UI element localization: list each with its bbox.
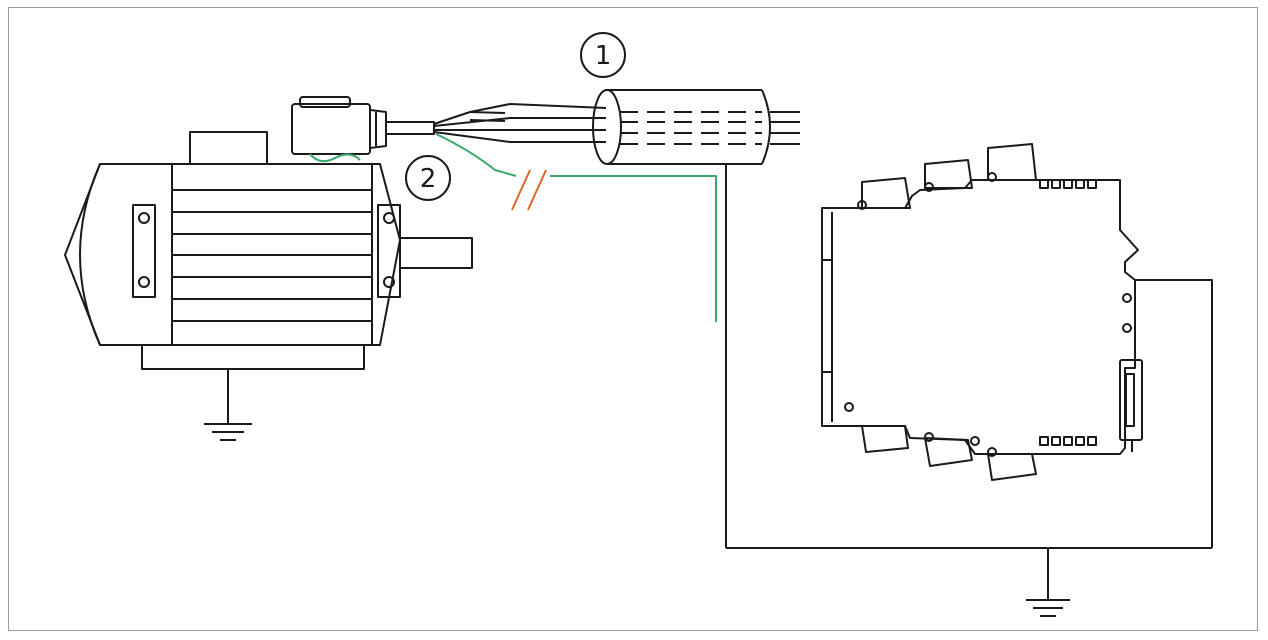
- sensor-icon: [291, 96, 435, 163]
- cable-wires: [433, 103, 607, 143]
- ground-symbol-icon: [1026, 599, 1070, 617]
- din-rail-module-icon: [821, 143, 1213, 548]
- callout-2: [405, 155, 451, 201]
- ground-wire: [435, 133, 717, 322]
- cable-shield-icon: [592, 89, 800, 548]
- ground-bus: [726, 547, 1212, 600]
- motor-icon: [64, 131, 473, 424]
- callout-2-label: 2: [420, 164, 437, 194]
- ground-symbol-icon: [204, 423, 252, 441]
- break-mark-icon: [511, 169, 547, 211]
- callout-1-label: 1: [595, 41, 612, 71]
- diagram-frame: [8, 7, 1258, 631]
- callout-1: [580, 32, 626, 78]
